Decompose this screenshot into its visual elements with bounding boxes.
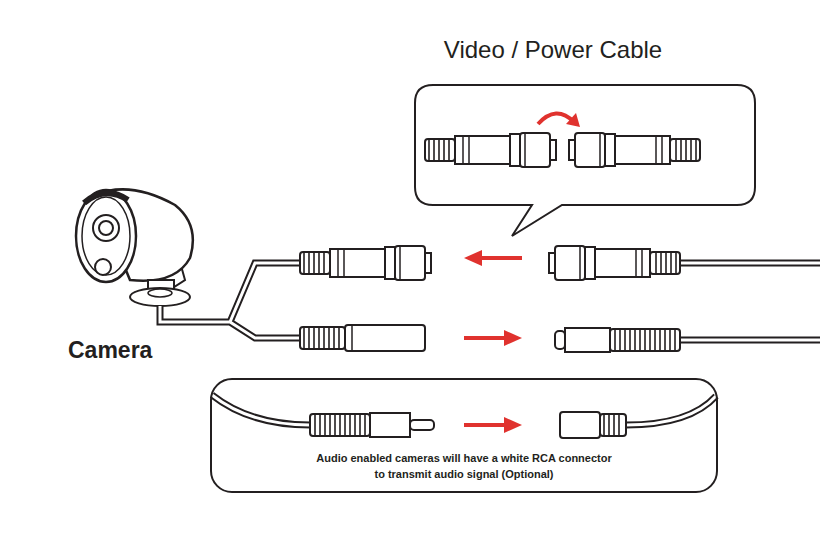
part-label: Camera [68, 336, 152, 364]
note-text: Audio enabled cameras will have a white … [312, 449, 616, 483]
cable-title: Video / Power Cable [400, 36, 706, 64]
callout-box [415, 85, 755, 236]
note-box: Audio enabled cameras will have a white … [210, 378, 718, 493]
camera [76, 189, 193, 306]
direction-arrows [464, 250, 522, 433]
connectors [300, 246, 680, 438]
cables [160, 263, 820, 425]
zoomed-bnc [425, 113, 700, 167]
